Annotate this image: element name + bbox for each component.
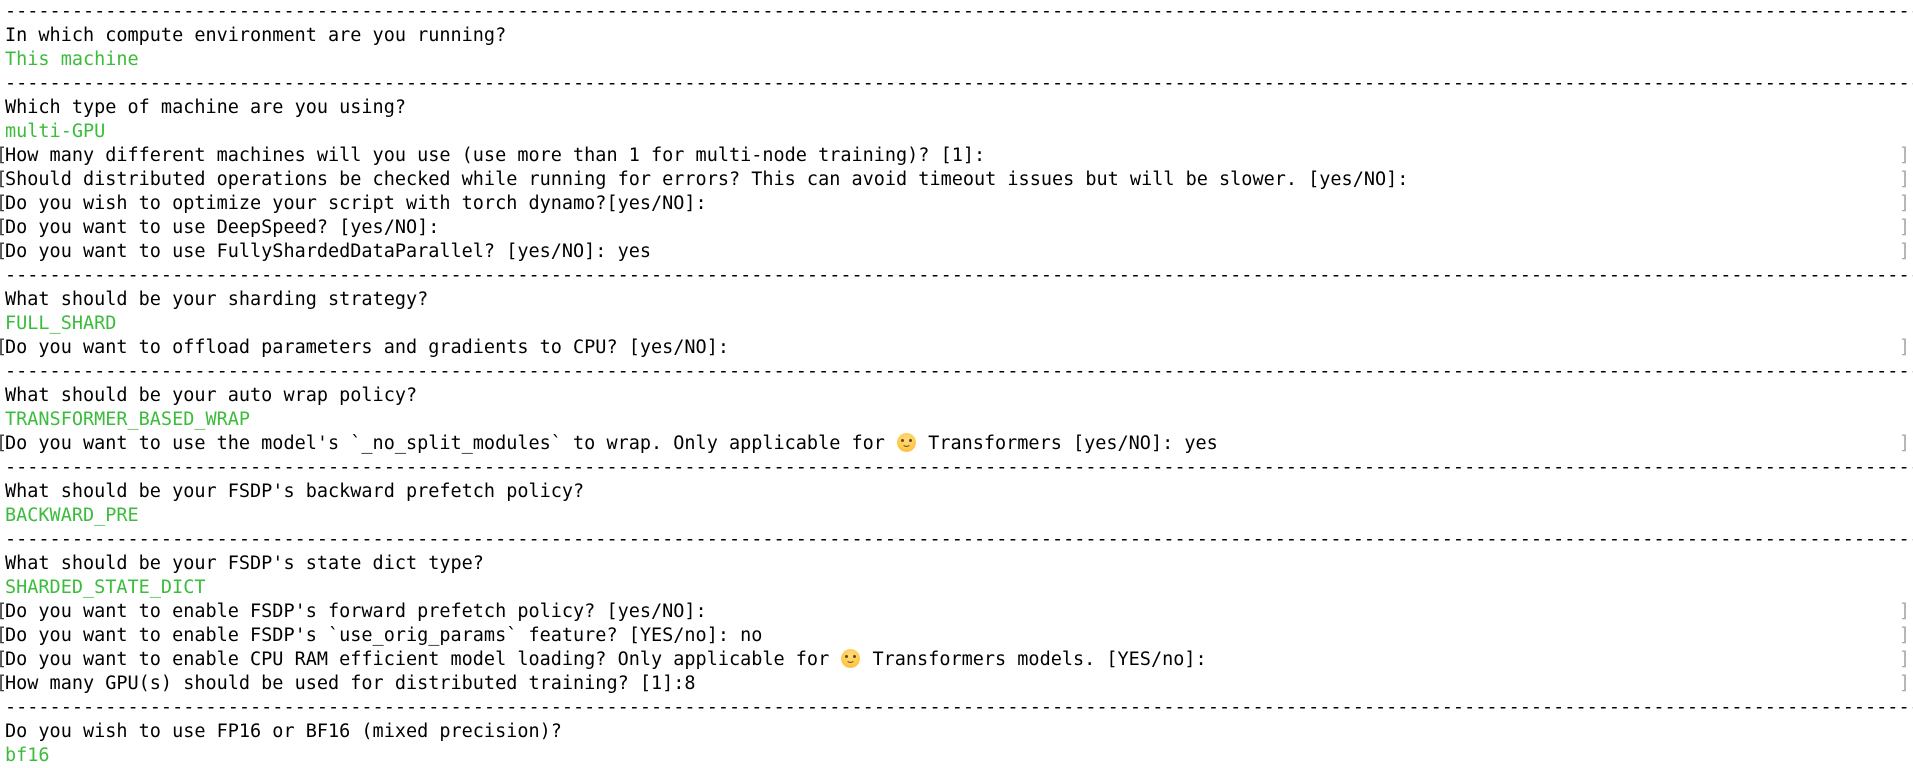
question-line: Do you wish to use FP16 or BF16 (mixed p… <box>0 720 1913 744</box>
terminal-text: What should be your sharding strategy? <box>5 289 429 310</box>
terminal-text: Do you want to enable CPU RAM efficient … <box>5 649 1207 670</box>
terminal-text: What should be your FSDP's state dict ty… <box>5 553 484 574</box>
answer-line: multi-GPU <box>0 120 1913 144</box>
question-line: What should be your auto wrap policy? <box>0 384 1913 408</box>
terminal-text: Which type of machine are you using? <box>5 97 406 118</box>
answer-line: SHARDED_STATE_DICT <box>0 576 1913 600</box>
separator-dashes: ----------------------------------------… <box>5 1 1913 22</box>
hugging-face-emoji <box>897 433 917 452</box>
terminal-text: bf16 <box>5 745 50 766</box>
separator-line: ----------------------------------------… <box>0 456 1913 480</box>
separator-dashes: ----------------------------------------… <box>5 73 1913 94</box>
prompt-line: Do you want to enable FSDP's forward pre… <box>0 600 1913 624</box>
prompt-line: How many GPU(s) should be used for distr… <box>0 672 1913 696</box>
terminal-text: TRANSFORMER_BASED_WRAP <box>5 409 251 430</box>
terminal-text: How many different machines will you use… <box>5 145 986 166</box>
prompt-line: Do you want to use FullyShardedDataParal… <box>0 240 1913 264</box>
separator-line: ----------------------------------------… <box>0 696 1913 720</box>
terminal-text: Do you want to enable FSDP's `use_orig_p… <box>5 625 763 646</box>
question-line: In which compute environment are you run… <box>0 24 1913 48</box>
terminal-text: Do you want to enable FSDP's forward pre… <box>5 601 707 622</box>
answer-line: TRANSFORMER_BASED_WRAP <box>0 408 1913 432</box>
terminal-text: Do you want to use DeepSpeed? [yes/NO]: <box>5 217 440 238</box>
question-line: What should be your sharding strategy? <box>0 288 1913 312</box>
separator-line: ----------------------------------------… <box>0 528 1913 552</box>
terminal-text: multi-GPU <box>5 121 106 142</box>
prompt-line: Do you want to use the model's `_no_spli… <box>0 432 1913 456</box>
terminal-text: Do you want to use FullyShardedDataParal… <box>5 241 652 262</box>
hugging-face-emoji <box>841 649 861 668</box>
terminal-text: BACKWARD_PRE <box>5 505 139 526</box>
answer-line: bf16 <box>0 744 1913 768</box>
terminal-text: What should be your FSDP's backward pref… <box>5 481 585 502</box>
terminal-text: What should be your auto wrap policy? <box>5 385 418 406</box>
question-line: Which type of machine are you using? <box>0 96 1913 120</box>
prompt-line: Do you want to use DeepSpeed? [yes/NO]: <box>0 216 1913 240</box>
separator-dashes: ----------------------------------------… <box>5 697 1913 718</box>
answer-line: BACKWARD_PRE <box>0 504 1913 528</box>
separator-line: ----------------------------------------… <box>0 0 1913 24</box>
terminal-text: Do you wish to use FP16 or BF16 (mixed p… <box>5 721 562 742</box>
separator-dashes: ----------------------------------------… <box>5 457 1913 478</box>
separator-dashes: ----------------------------------------… <box>5 265 1913 286</box>
terminal-text: How many GPU(s) should be used for distr… <box>5 673 696 694</box>
terminal-text: FULL_SHARD <box>5 313 117 334</box>
separator-dashes: ----------------------------------------… <box>5 361 1913 382</box>
question-line: What should be your FSDP's backward pref… <box>0 480 1913 504</box>
terminal-text: This machine <box>5 49 139 70</box>
prompt-line: How many different machines will you use… <box>0 144 1913 168</box>
answer-line: FULL_SHARD <box>0 312 1913 336</box>
separator-line: ----------------------------------------… <box>0 72 1913 96</box>
prompt-line: Should distributed operations be checked… <box>0 168 1913 192</box>
answer-line: This machine <box>0 48 1913 72</box>
terminal-text: Should distributed operations be checked… <box>5 169 1409 190</box>
terminal-text: Do you wish to optimize your script with… <box>5 193 707 214</box>
separator-line: ----------------------------------------… <box>0 360 1913 384</box>
terminal-text: In which compute environment are you run… <box>5 25 507 46</box>
terminal-text: Do you want to offload parameters and gr… <box>5 337 729 358</box>
separator-line: ----------------------------------------… <box>0 264 1913 288</box>
prompt-line: Do you want to enable FSDP's `use_orig_p… <box>0 624 1913 648</box>
terminal-text: SHARDED_STATE_DICT <box>5 577 206 598</box>
question-line: What should be your FSDP's state dict ty… <box>0 552 1913 576</box>
prompt-line: Do you wish to optimize your script with… <box>0 192 1913 216</box>
prompt-line: Do you want to offload parameters and gr… <box>0 336 1913 360</box>
separator-dashes: ----------------------------------------… <box>5 529 1913 550</box>
terminal-text: Do you want to use the model's `_no_spli… <box>5 433 1218 454</box>
prompt-line: Do you want to enable CPU RAM efficient … <box>0 648 1913 672</box>
